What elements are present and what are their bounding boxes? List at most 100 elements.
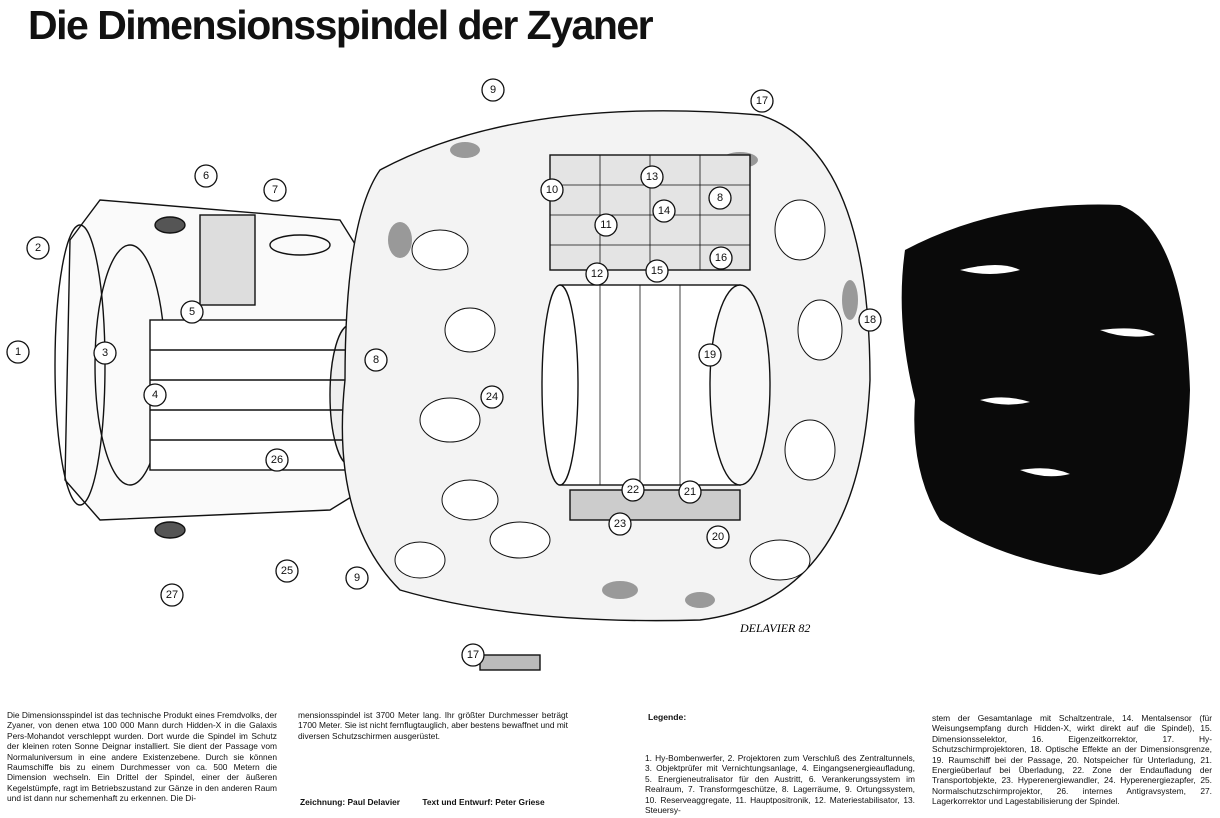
artist-signature: DELAVIER 82 — [739, 621, 810, 635]
legend-text-part-1: 1. Hy-Bombenwerfer, 2. Projektoren zum V… — [645, 753, 915, 816]
callout-number: 17 — [756, 95, 768, 107]
callout-1: 1 — [6, 340, 30, 364]
callout-number: 4 — [152, 389, 158, 401]
callout-circle — [608, 512, 632, 536]
callout-25: 25 — [275, 559, 299, 583]
callout-17: 17 — [750, 89, 774, 113]
callout-circle — [275, 559, 299, 583]
callout-number: 13 — [646, 171, 658, 183]
callout-circle — [461, 643, 485, 667]
callout-number: 19 — [704, 349, 716, 361]
page-title: Die Dimensionsspindel der Zyaner — [28, 2, 654, 48]
callout-number: 5 — [189, 306, 195, 318]
central-sphere-section — [341, 110, 871, 671]
callout-14: 14 — [652, 199, 676, 223]
callout-22: 22 — [621, 478, 645, 502]
callout-4: 4 — [143, 383, 167, 407]
callout-number: 22 — [627, 484, 639, 496]
legend-text-part-2: stem der Gesamtanlage mit Schaltzentrale… — [932, 713, 1212, 807]
credits: Zeichnung: Paul Delavier Text und Entwur… — [300, 797, 565, 807]
callout-circle — [594, 213, 618, 237]
callout-number: 3 — [102, 347, 108, 359]
callout-12: 12 — [585, 262, 609, 286]
dimension-boundary-effect — [901, 204, 1190, 575]
callout-circle — [585, 262, 609, 286]
left-cone-section — [54, 199, 396, 539]
spindle-cutaway-illustration: DELAVIER 82 1234567889910111213141516171… — [6, 78, 1190, 671]
callout-circle — [750, 89, 774, 113]
callout-circle — [480, 385, 504, 409]
callout-23: 23 — [608, 512, 632, 536]
callout-circle — [708, 186, 732, 210]
callout-circle — [698, 343, 722, 367]
callout-number: 9 — [490, 84, 496, 96]
callout-5: 5 — [180, 300, 204, 324]
callout-number: 16 — [715, 252, 727, 264]
callout-17: 17 — [461, 643, 485, 667]
callout-circle — [93, 341, 117, 365]
callout-15: 15 — [645, 259, 669, 283]
callout-number: 26 — [271, 454, 283, 466]
callout-circle — [265, 448, 289, 472]
intro-text-column-1: Die Dimensionsspindel ist das technische… — [7, 710, 277, 804]
callout-8: 8 — [708, 186, 732, 210]
callout-number: 1 — [15, 346, 21, 358]
callout-circle — [645, 259, 669, 283]
callout-number: 7 — [272, 184, 278, 196]
legend-heading: Legende: — [648, 712, 687, 722]
callout-number: 12 — [591, 268, 603, 280]
callout-10: 10 — [540, 178, 564, 202]
callout-13: 13 — [640, 165, 664, 189]
callout-number: 15 — [651, 265, 663, 277]
callout-16: 16 — [709, 246, 733, 270]
callout-6: 6 — [194, 164, 218, 188]
callout-circle — [481, 78, 505, 102]
callout-8: 8 — [364, 348, 388, 372]
callout-circle — [621, 478, 645, 502]
callout-circle — [6, 340, 30, 364]
callout-number: 8 — [717, 192, 723, 204]
callout-circle — [678, 480, 702, 504]
callout-7: 7 — [263, 178, 287, 202]
callout-number: 8 — [373, 354, 379, 366]
callout-number: 14 — [658, 205, 670, 217]
callout-circle — [540, 178, 564, 202]
callout-number: 9 — [354, 572, 360, 584]
callout-number: 11 — [600, 219, 611, 231]
callout-24: 24 — [480, 385, 504, 409]
callout-circle — [263, 178, 287, 202]
drawing-credit: Zeichnung: Paul Delavier — [300, 797, 401, 807]
callout-number: 6 — [203, 170, 209, 182]
callout-number: 24 — [486, 391, 498, 403]
callout-circle — [709, 246, 733, 270]
callout-number: 27 — [166, 589, 178, 601]
callout-circle — [652, 199, 676, 223]
callout-9: 9 — [345, 566, 369, 590]
callout-20: 20 — [706, 525, 730, 549]
callout-9: 9 — [481, 78, 505, 102]
callout-circle — [345, 566, 369, 590]
callout-circle — [706, 525, 730, 549]
callout-circle — [194, 164, 218, 188]
callout-circle — [26, 236, 50, 260]
callout-circle — [364, 348, 388, 372]
intro-text-column-2: mensionsspindel ist 3700 Meter lang. Ihr… — [298, 710, 568, 741]
text-credit: Text und Entwurf: Peter Griese — [422, 797, 545, 807]
callout-number: 2 — [35, 242, 41, 254]
callout-number: 23 — [614, 518, 626, 530]
callout-number: 21 — [684, 486, 696, 498]
callout-26: 26 — [265, 448, 289, 472]
callout-number: 10 — [546, 184, 558, 196]
callout-circle — [160, 583, 184, 607]
callout-11: 11 — [594, 213, 618, 237]
callout-number: 25 — [281, 565, 293, 577]
callout-27: 27 — [160, 583, 184, 607]
callout-21: 21 — [678, 480, 702, 504]
callout-circle — [180, 300, 204, 324]
callout-2: 2 — [26, 236, 50, 260]
callout-number: 20 — [712, 531, 724, 543]
callout-number: 18 — [864, 314, 876, 326]
callout-circle — [640, 165, 664, 189]
callout-19: 19 — [698, 343, 722, 367]
callout-3: 3 — [93, 341, 117, 365]
